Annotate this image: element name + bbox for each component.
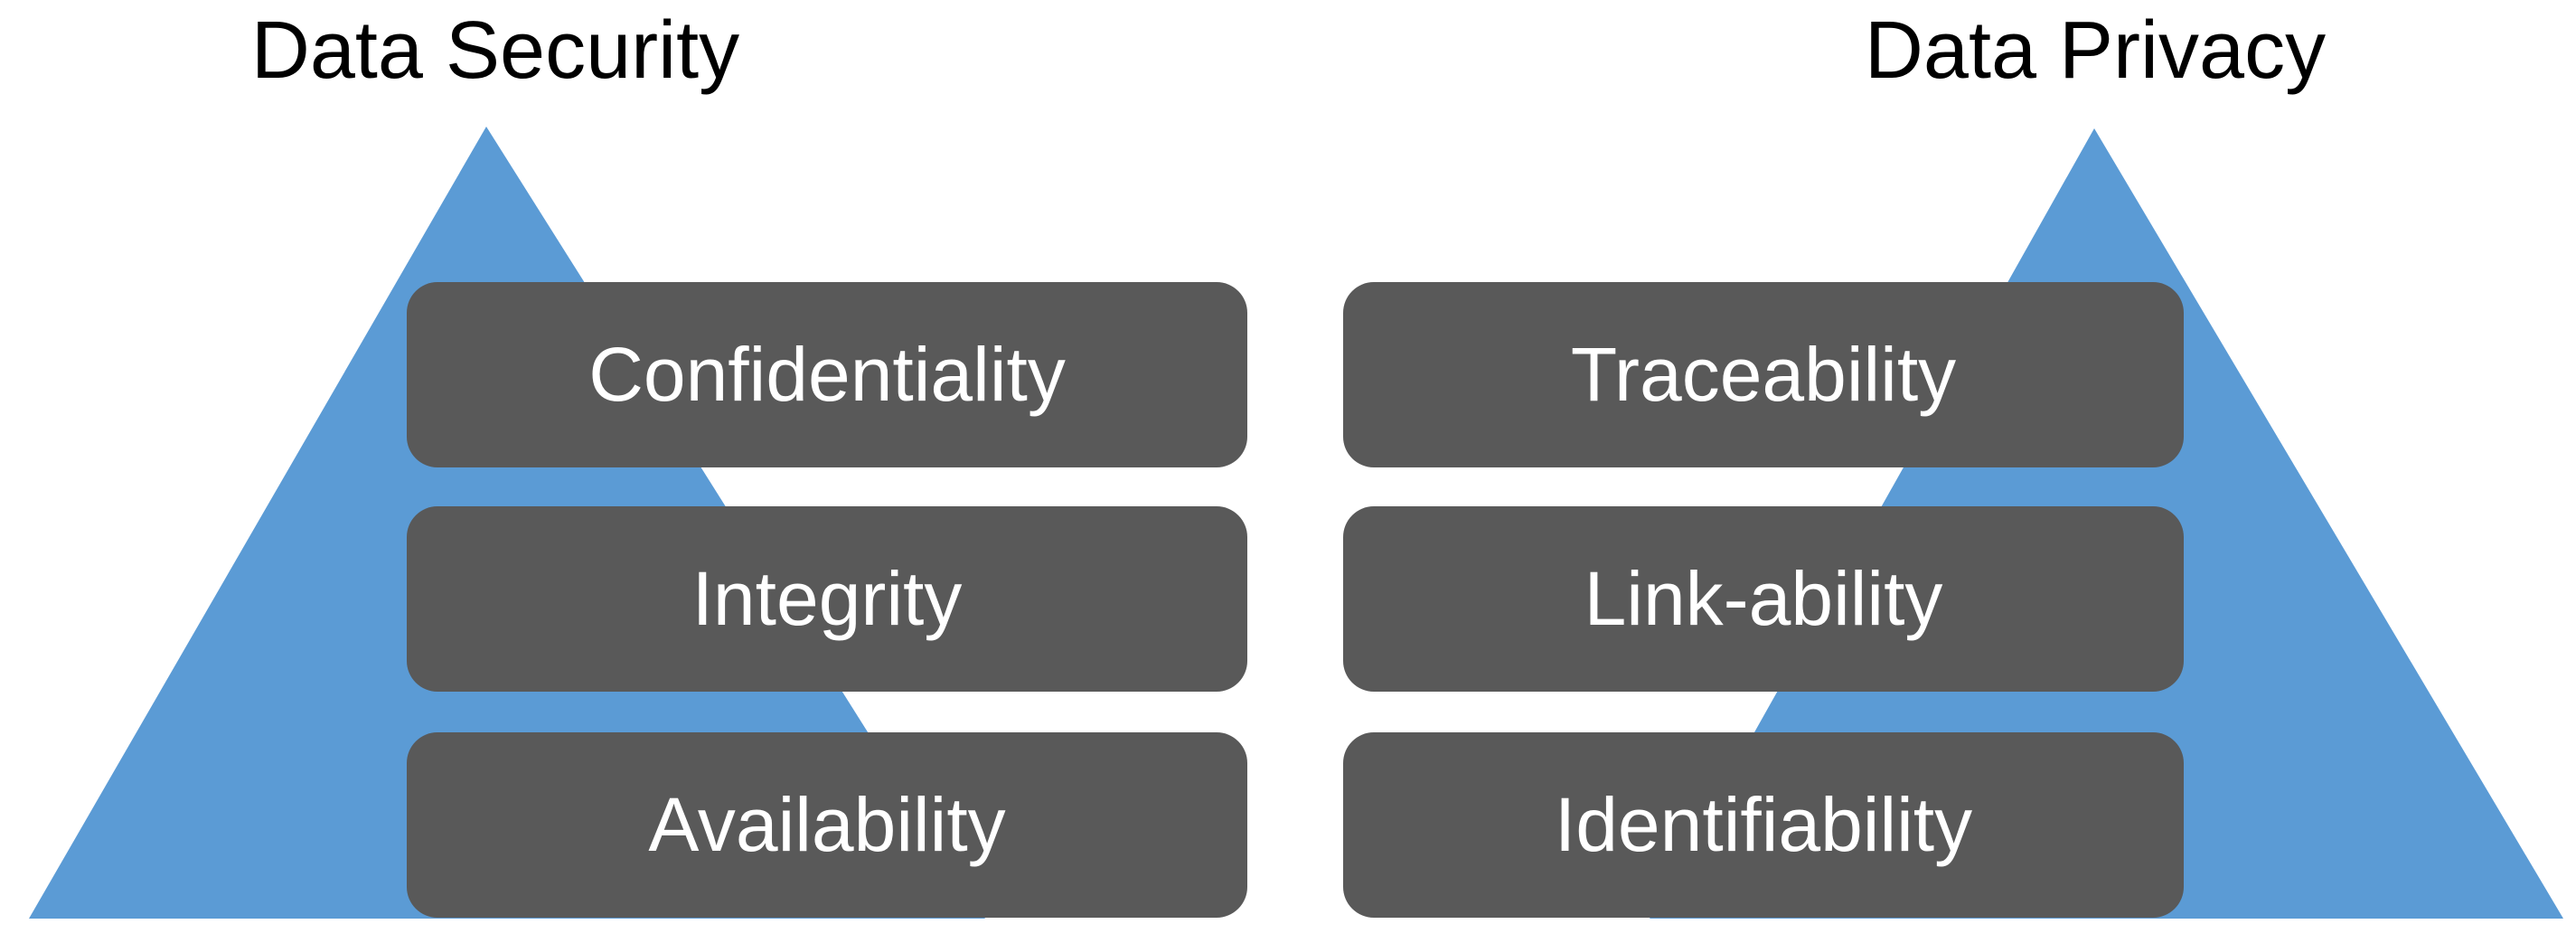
security-level-availability: Availability bbox=[407, 732, 1247, 918]
data-security-title: Data Security bbox=[250, 5, 740, 96]
security-level-integrity: Integrity bbox=[407, 506, 1247, 692]
data-privacy-title: Data Privacy bbox=[1864, 5, 2327, 96]
privacy-level-link-ability: Link-ability bbox=[1343, 506, 2184, 692]
security-level-confidentiality: Confidentiality bbox=[407, 282, 1247, 467]
privacy-level-identifiability: Identifiability bbox=[1343, 732, 2184, 918]
privacy-level-traceability: Traceability bbox=[1343, 282, 2184, 467]
